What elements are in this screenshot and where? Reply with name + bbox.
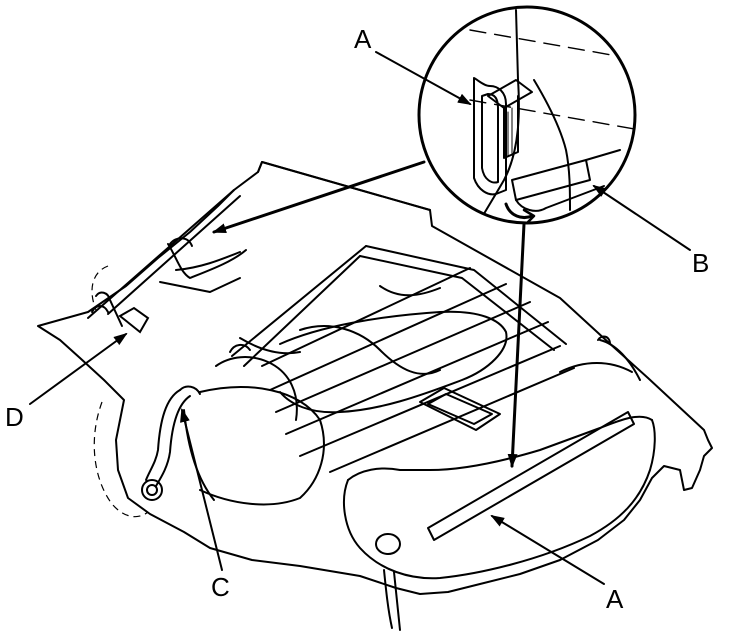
callout-c: C	[211, 572, 230, 602]
callout-a-seat: A	[606, 584, 624, 614]
hook-strap-c	[142, 387, 200, 500]
callout-a-detail: A	[354, 24, 372, 54]
phantom-lines	[92, 266, 148, 517]
leader-lines	[30, 52, 690, 584]
callout-d: D	[5, 402, 24, 432]
seat-cushion	[38, 162, 712, 594]
detail-circle	[419, 7, 640, 224]
callout-b: B	[692, 248, 710, 278]
rear-strap-end	[384, 570, 400, 630]
hook-d	[92, 293, 148, 332]
